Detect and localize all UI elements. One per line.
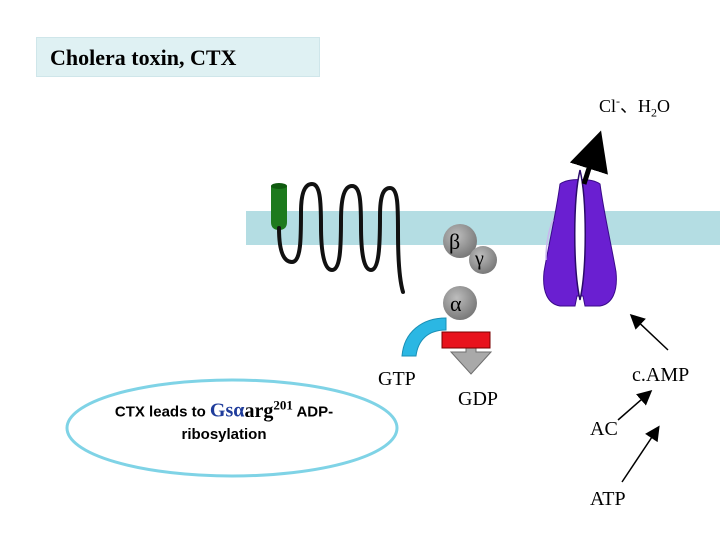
- water-o-text: O: [657, 96, 671, 116]
- callout-gs-alpha: Gsα: [209, 399, 245, 422]
- ion-separator: 、: [620, 96, 639, 116]
- title-box: Cholera toxin, CTX: [36, 37, 320, 77]
- alpha-subunit: [443, 286, 477, 320]
- diagram-title: Cholera toxin, CTX: [50, 45, 237, 70]
- water-h-text: H: [638, 96, 652, 116]
- beta-label: β: [449, 229, 461, 254]
- camp-label: c.AMP: [632, 364, 690, 386]
- ion-label: Cl-、H2O: [599, 92, 671, 120]
- ac-to-camp-arrow: [617, 390, 653, 421]
- chloride-charge: -: [616, 94, 621, 108]
- ac-label: AC: [590, 418, 618, 440]
- gtp-label: GTP: [378, 368, 416, 390]
- callout-text: CTX leads to Gsαarg201 ADP- ribosylation: [104, 394, 344, 446]
- beta-subunit: [443, 224, 477, 258]
- cell-membrane: [246, 211, 720, 245]
- alpha-label: α: [450, 291, 462, 316]
- callout-arg: arg201: [244, 397, 293, 422]
- gdp-label: GDP: [458, 388, 499, 410]
- gamma-label: γ: [475, 248, 484, 270]
- gamma-subunit: [469, 246, 497, 274]
- receptor-n-terminus: [271, 186, 287, 230]
- callout-suffix: ADP-: [292, 403, 334, 421]
- ion-efflux-arrow: [569, 130, 608, 185]
- callout-ellipse: [65, 378, 399, 478]
- gpcr-receptor: [277, 182, 405, 294]
- channel-pore: [574, 169, 586, 301]
- chloride-text: Cl: [599, 96, 617, 116]
- atp-label: ATP: [590, 488, 626, 510]
- callout-prefix: CTX leads to: [114, 403, 210, 421]
- water-subscript: 2: [651, 105, 658, 120]
- callout-line2: ribosylation: [181, 425, 267, 443]
- ctx-red-bar: [441, 331, 491, 349]
- atp-to-ac-arrow: [621, 425, 660, 483]
- gtp-gdp-exchange-arrow: [401, 317, 447, 357]
- camp-to-channel-arrow: [629, 313, 669, 351]
